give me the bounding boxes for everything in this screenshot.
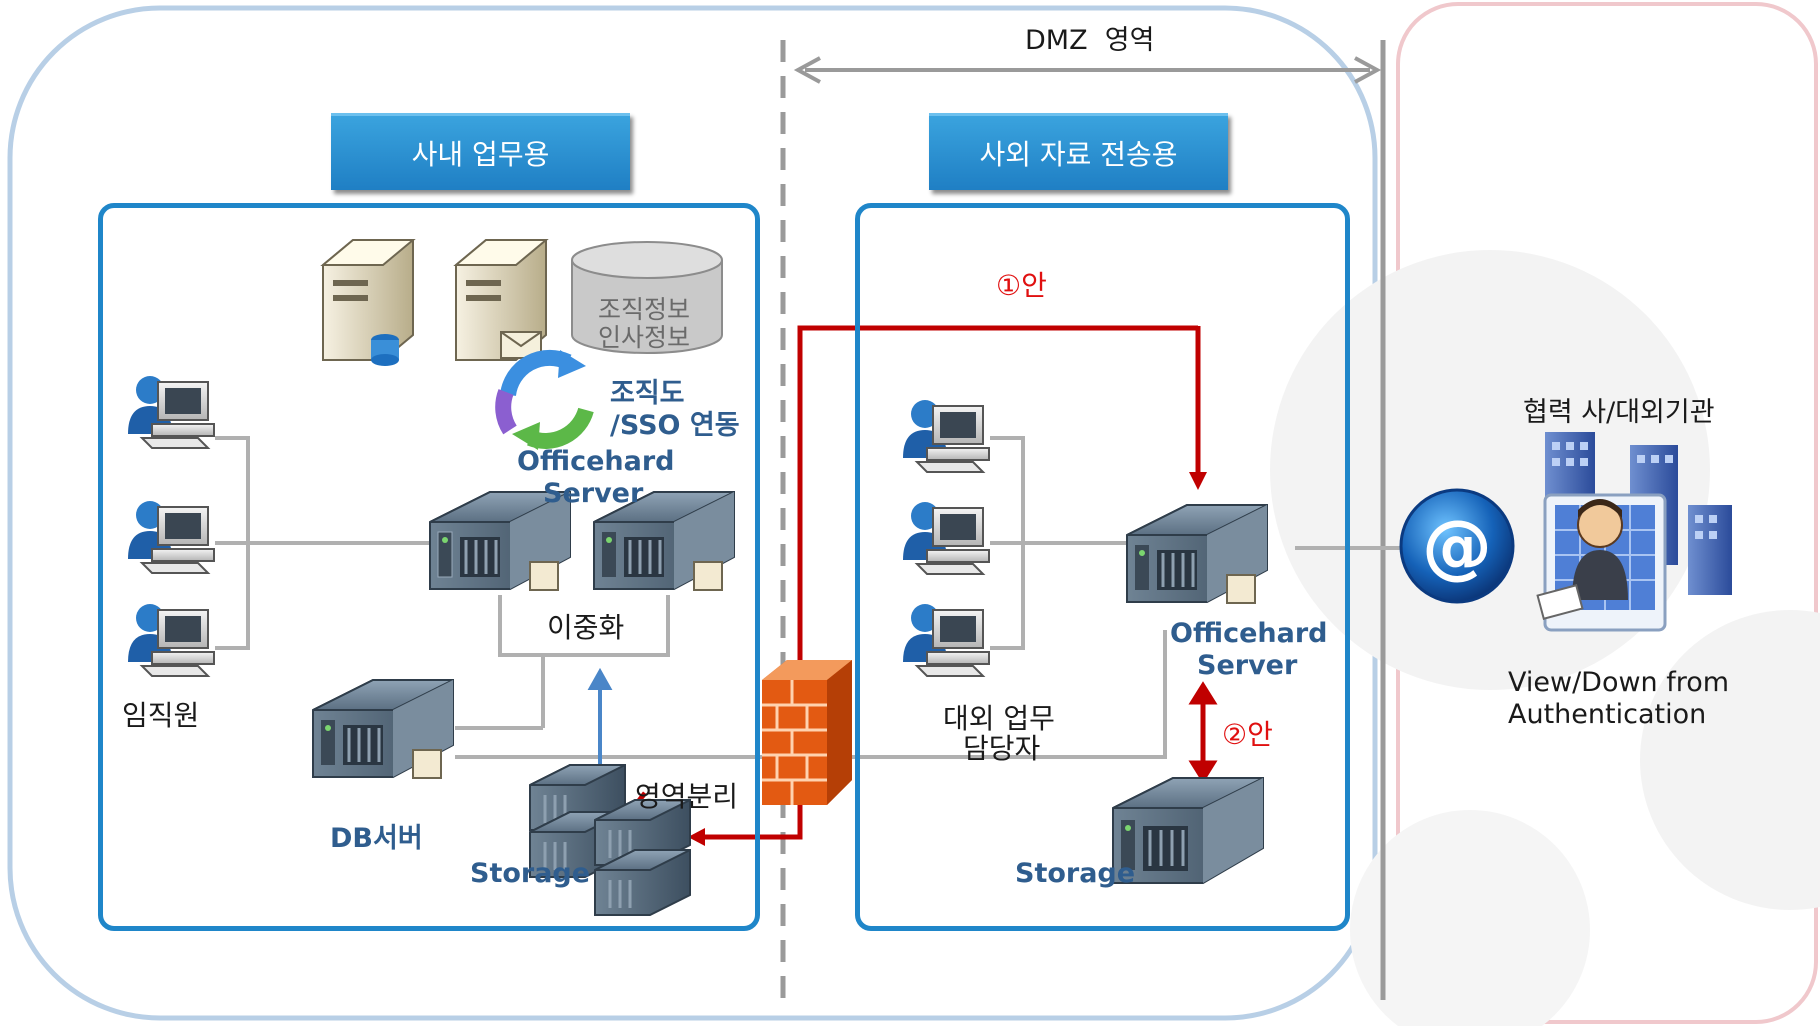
db-info-line2: 인사정보 xyxy=(598,323,691,352)
officehard-server-icon-1 xyxy=(429,491,571,591)
db-info-line1: 조직정보 xyxy=(598,295,691,324)
partner-caption-line1: View/Down from xyxy=(1508,667,1730,698)
sync-label-line1: 조직도 xyxy=(610,378,685,409)
user-pc-icon-internal-3 xyxy=(128,604,215,677)
internal-panel xyxy=(98,203,760,931)
partner-caption-line2: Authentication xyxy=(1508,699,1707,730)
external-staff-line1: 대외 업무 xyxy=(943,702,1055,735)
employees-label: 임직원 xyxy=(122,699,200,732)
db-server-label: DB서버 xyxy=(330,823,423,854)
svg-text:@: @ xyxy=(1422,505,1492,587)
external-staff-line2: 담당자 xyxy=(963,732,1041,765)
internal-server-label-line1: Officehard xyxy=(517,446,675,477)
external-storage-label: Storage xyxy=(1015,858,1136,889)
officehard-server-icon-2 xyxy=(593,491,735,591)
internal-storage-label: Storage xyxy=(470,858,591,889)
internal-server-label-line2: Server xyxy=(543,478,644,509)
external-storage-icon xyxy=(1112,777,1264,884)
firewall-icon xyxy=(762,660,852,805)
external-officehard-server-icon xyxy=(1126,504,1268,604)
user-pc-icon-external-2 xyxy=(903,502,990,575)
option2-arrow xyxy=(1188,681,1218,784)
internal-connectors xyxy=(215,436,1167,759)
option1-path xyxy=(700,325,1201,840)
internal-use-header: 사내 업무용 xyxy=(331,113,630,190)
org-hr-database-icon xyxy=(571,241,723,354)
external-server-label-line2: Server xyxy=(1197,650,1298,681)
separation-label: 영역분리 xyxy=(635,780,739,813)
sync-label-line2: /SSO 연동 xyxy=(610,410,740,441)
email-at-icon: @ xyxy=(1399,488,1515,604)
user-pc-icon-external-3 xyxy=(903,604,990,677)
partner-title: 협력 사/대외기관 xyxy=(1523,397,1715,428)
user-pc-icon-internal-2 xyxy=(128,501,215,574)
option1-label: ①안 xyxy=(996,269,1047,302)
option2-label: ②안 xyxy=(1222,718,1273,751)
internal-storage-icon xyxy=(529,764,691,916)
user-pc-icon-external-1 xyxy=(903,400,990,473)
dmz-label: DMZ 영역 xyxy=(1025,25,1155,56)
external-transfer-header: 사외 자료 전송용 xyxy=(929,113,1228,190)
external-server-label-line1: Officehard xyxy=(1170,618,1328,649)
redundancy-label: 이중화 xyxy=(547,611,625,644)
sync-cycle-icon xyxy=(495,349,594,450)
partner-organization-icon xyxy=(1536,432,1732,632)
user-pc-icon-internal-1 xyxy=(128,376,215,449)
tower-server-db-icon xyxy=(320,239,416,366)
db-server-icon xyxy=(312,679,454,779)
external-panel xyxy=(855,203,1350,931)
